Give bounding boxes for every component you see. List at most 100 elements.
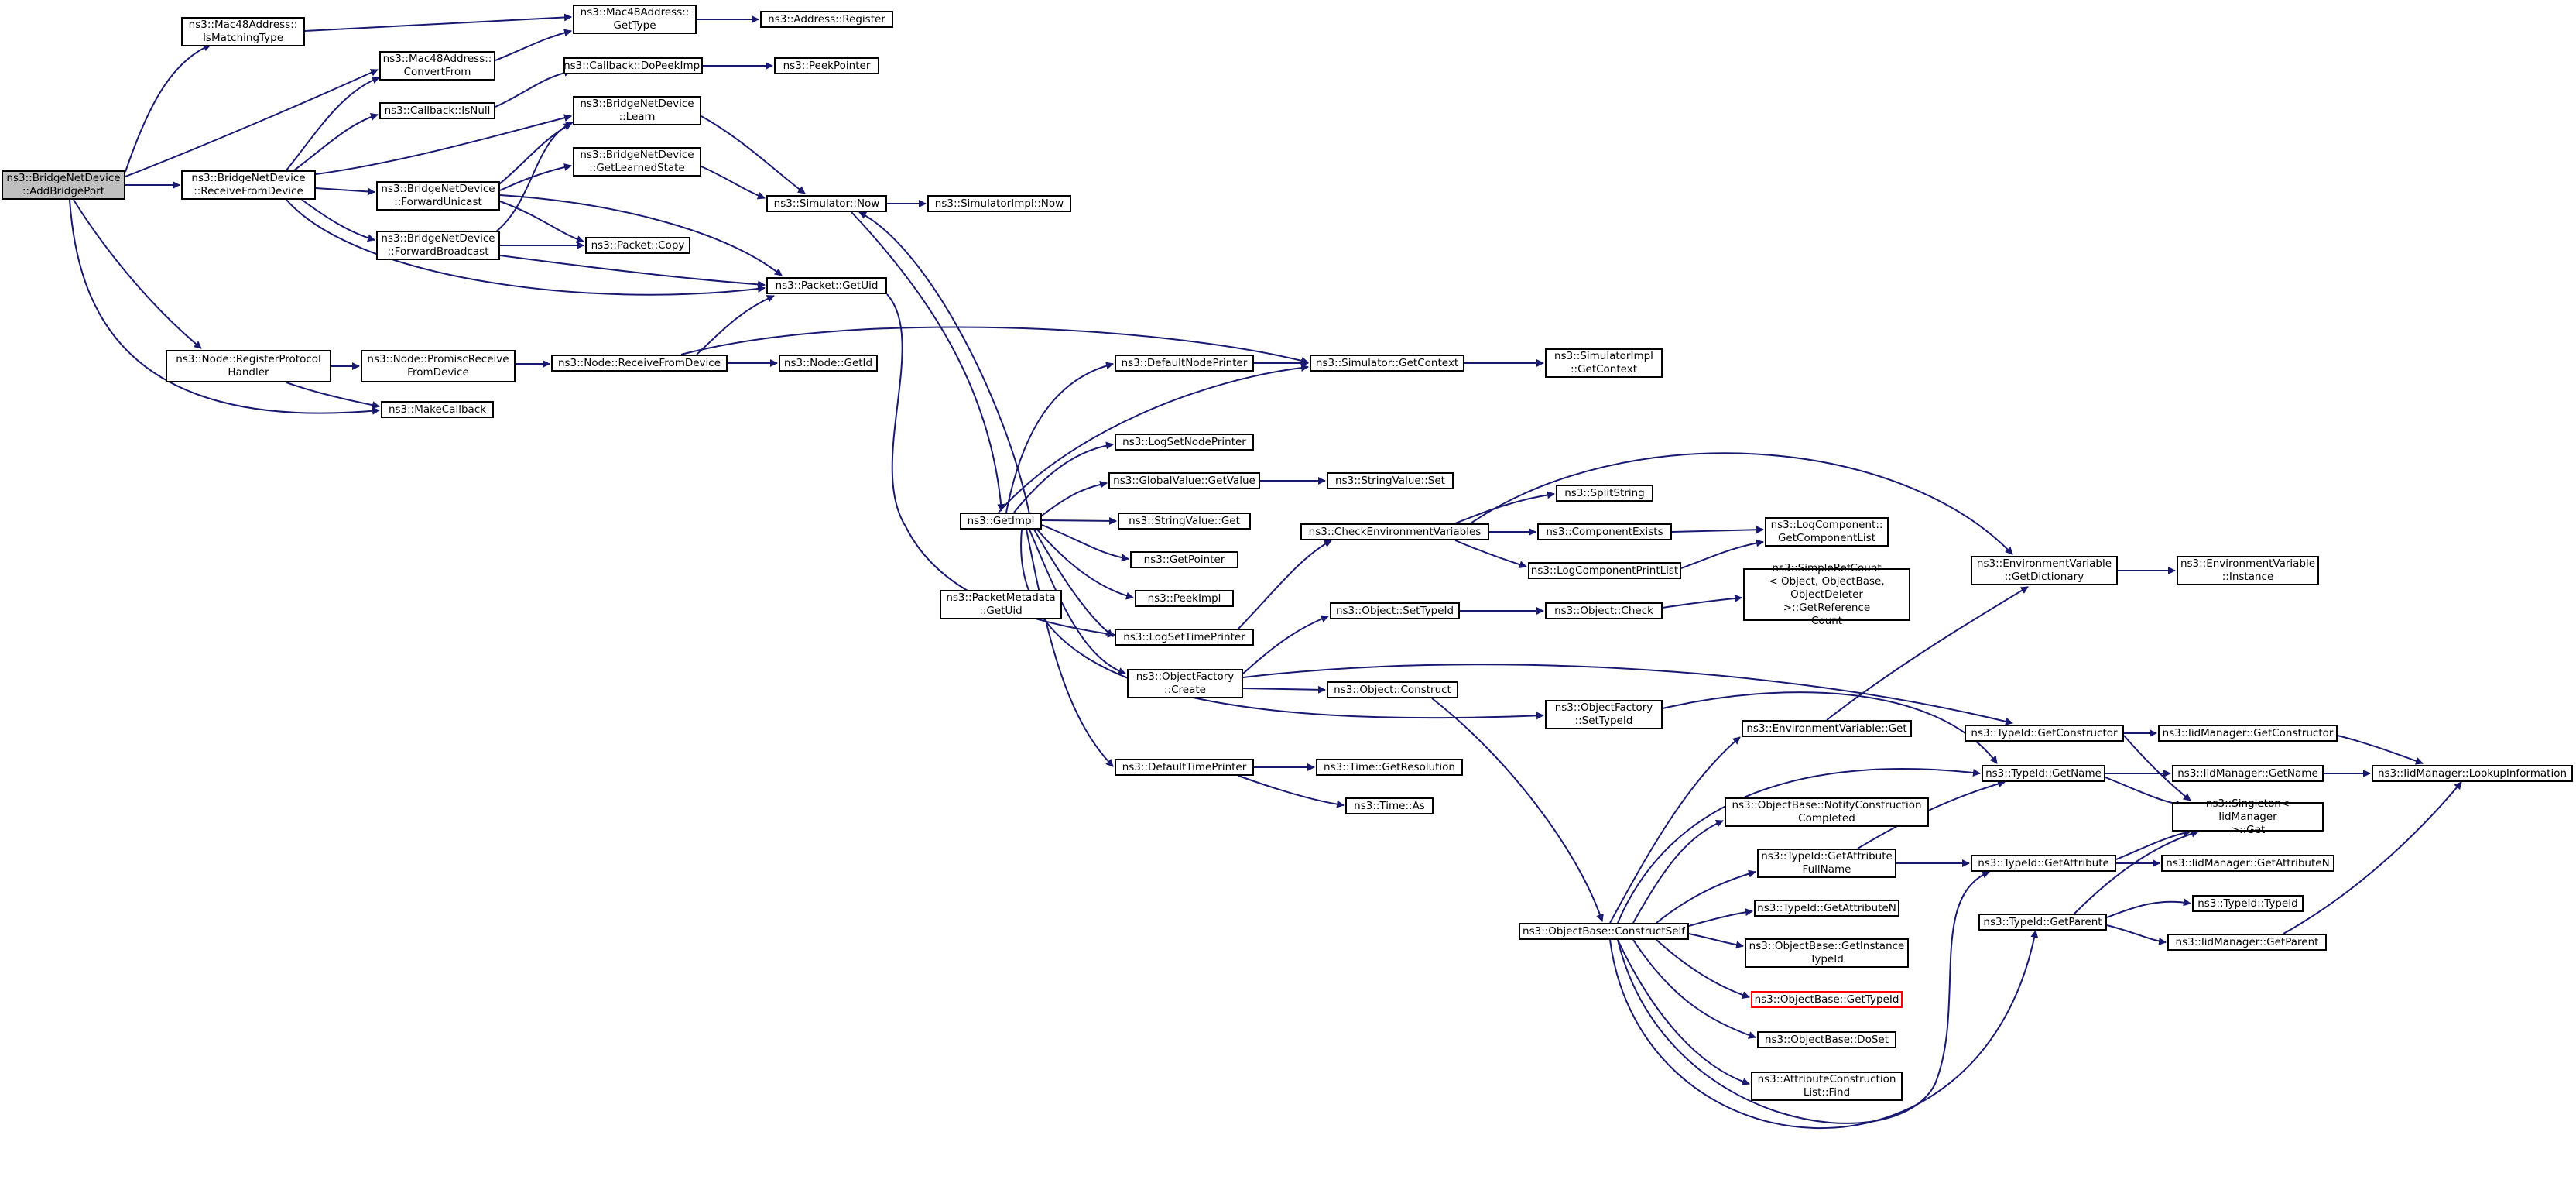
node-simplerefcount[interactable]: ns3::SimpleRefCount < Object, ObjectBase… (1743, 562, 1910, 627)
node-registerprotocolhandler[interactable]: ns3::Node::RegisterProtocol Handler (166, 350, 331, 382)
edge-forwardbroadcast-packet-getuid (499, 255, 766, 289)
node-logcomponentprintlist[interactable]: ns3::LogComponentPrintList (1528, 562, 1681, 579)
edge-getimpl-getpointer (1041, 524, 1129, 562)
edge-typeid-getname-singleton-get (2105, 777, 2184, 808)
node-mac-gettype[interactable]: ns3::Mac48Address:: GetType (573, 5, 697, 34)
edge-typeid-getparent-iidmanager-getparent (2106, 924, 2167, 945)
edge-addbridgeport-ismatchingtype (125, 43, 211, 173)
node-objectbase-doset[interactable]: ns3::ObjectBase::DoSet (1757, 1031, 1896, 1048)
node-defaulttimeprinter[interactable]: ns3::DefaultTimePrinter (1115, 759, 1254, 776)
node-forwardunicast[interactable]: ns3::BridgeNetDevice ::ForwardUnicast (376, 181, 500, 211)
node-ismatchingtype[interactable]: ns3::Mac48Address:: IsMatchingType (181, 17, 305, 46)
node-simimpl-now[interactable]: ns3::SimulatorImpl::Now (927, 195, 1071, 212)
edge-registerprotocolhandler-makecallback (286, 382, 380, 410)
node-logsetnodeprinter[interactable]: ns3::LogSetNodePrinter (1115, 434, 1254, 451)
node-time-as[interactable]: ns3::Time::As (1345, 797, 1434, 814)
edge-learn-simulator-now (701, 115, 806, 194)
edge-isnull-dopeekimpl (495, 68, 572, 108)
edge-logcomponentprintlist-getcomponentlist (1680, 539, 1764, 569)
node-stringvalue-set[interactable]: ns3::StringValue::Set (1327, 472, 1454, 489)
node-simulator-now[interactable]: ns3::Simulator::Now (766, 195, 887, 212)
edge-checkenv-splitstring (1454, 491, 1555, 524)
node-address-register[interactable]: ns3::Address::Register (760, 11, 893, 28)
node-peekpointer[interactable]: ns3::PeekPointer (774, 57, 879, 74)
node-typeid-getattributen[interactable]: ns3::TypeId::GetAttributeN (1754, 900, 1899, 917)
node-globalvalue-getvalue[interactable]: ns3::GlobalValue::GetValue (1108, 472, 1260, 489)
node-objectbase-gettypeid[interactable]: ns3::ObjectBase::GetTypeId (1751, 991, 1903, 1008)
node-getpointer[interactable]: ns3::GetPointer (1130, 551, 1238, 568)
node-dopeekimpl[interactable]: ns3::Callback::DoPeekImpl (564, 57, 703, 74)
node-defaultnodeprinter[interactable]: ns3::DefaultNodePrinter (1115, 355, 1254, 372)
node-packet-getuid[interactable]: ns3::Packet::GetUid (766, 277, 887, 294)
node-checkenv[interactable]: ns3::CheckEnvironmentVariables (1300, 523, 1489, 540)
node-getlearnedstate[interactable]: ns3::BridgeNetDevice ::GetLearnedState (573, 147, 701, 177)
node-typeid-typeid[interactable]: ns3::TypeId::TypeId (2192, 895, 2304, 912)
edge-getimpl-simulator-now (858, 211, 1030, 515)
node-packet-copy[interactable]: ns3::Packet::Copy (585, 237, 690, 254)
edge-simulator-now-getimpl (851, 211, 1005, 512)
node-envvar-instance[interactable]: ns3::EnvironmentVariable ::Instance (2177, 556, 2319, 585)
node-objectfactory-create[interactable]: ns3::ObjectFactory ::Create (1127, 669, 1243, 698)
node-componentexists[interactable]: ns3::ComponentExists (1537, 523, 1672, 540)
edge-forwardunicast-packet-getuid (499, 194, 783, 276)
node-constructself[interactable]: ns3::ObjectBase::ConstructSelf (1519, 923, 1689, 940)
node-node-getid[interactable]: ns3::Node::GetId (779, 355, 878, 372)
edge-getimpl-peekimpl (1036, 529, 1134, 600)
node-object-settypeid[interactable]: ns3::Object::SetTypeId (1330, 602, 1460, 619)
node-learn[interactable]: ns3::BridgeNetDevice ::Learn (573, 96, 701, 125)
node-getcomponentlist[interactable]: ns3::LogComponent:: GetComponentList (1765, 517, 1889, 547)
node-logsettimeprinter[interactable]: ns3::LogSetTimePrinter (1115, 629, 1254, 646)
node-isnull[interactable]: ns3::Callback::IsNull (379, 102, 495, 119)
node-object-construct[interactable]: ns3::Object::Construct (1327, 681, 1458, 698)
node-stringvalue-get[interactable]: ns3::StringValue::Get (1118, 513, 1251, 530)
edge-typeid-getconstructor-singleton-get (2123, 735, 2191, 801)
node-attributeconstructionlist-find[interactable]: ns3::AttributeConstruction List::Find (1751, 1072, 1903, 1101)
node-singleton-get[interactable]: ns3::Singleton< IidManager >::Get (2172, 797, 2324, 836)
node-envvar-getdictionary[interactable]: ns3::EnvironmentVariable ::GetDictionary (1971, 556, 2118, 585)
node-getattributefullname[interactable]: ns3::TypeId::GetAttribute FullName (1757, 849, 1896, 878)
node-iidmanager-getconstructor[interactable]: ns3::IidManager::GetConstructor (2158, 725, 2338, 742)
edge-object-construct-constructself (1431, 698, 1604, 922)
node-iidmanager-getattributen[interactable]: ns3::IidManager::GetAttributeN (2161, 855, 2334, 872)
node-typeid-getparent[interactable]: ns3::TypeId::GetParent (1978, 914, 2107, 931)
edge-receivefromdevice-learn (315, 114, 572, 175)
edge-constructself-typeid-getparent (1609, 930, 2039, 1129)
edge-ismatchingtype-mac-gettype (304, 13, 572, 32)
edge-componentexists-getcomponentlist (1671, 526, 1764, 534)
node-getimpl[interactable]: ns3::GetImpl (960, 513, 1042, 530)
edge-defaulttimeprinter-time-as (1238, 775, 1345, 808)
node-forwardbroadcast[interactable]: ns3::BridgeNetDevice ::ForwardBroadcast (376, 231, 500, 260)
node-receivefromdevice-bridge[interactable]: ns3::BridgeNetDevice ::ReceiveFromDevice (181, 170, 316, 200)
node-typeid-getconstructor[interactable]: ns3::TypeId::GetConstructor (1965, 725, 2124, 742)
node-makecallback[interactable]: ns3::MakeCallback (381, 401, 494, 418)
node-simimpl-getcontext[interactable]: ns3::SimulatorImpl ::GetContext (1545, 348, 1663, 378)
node-convertfrom[interactable]: ns3::Mac48Address:: ConvertFrom (379, 51, 495, 81)
edge-constructself-getattributefullname (1656, 869, 1756, 924)
node-splitstring[interactable]: ns3::SplitString (1556, 485, 1653, 502)
node-promiscreceive[interactable]: ns3::Node::PromiscReceive FromDevice (361, 350, 516, 382)
node-node-receivefromdevice[interactable]: ns3::Node::ReceiveFromDevice (551, 355, 728, 372)
node-notifyconstructioncompleted[interactable]: ns3::ObjectBase::NotifyConstruction Comp… (1725, 797, 1929, 827)
edge-checkenv-envvar-getdictionary (1470, 452, 2013, 555)
node-addbridgeport[interactable]: ns3::BridgeNetDevice ::AddBridgePort (2, 170, 125, 200)
edge-forwardbroadcast-learn (495, 122, 574, 233)
node-iidmanager-lookupinformation[interactable]: ns3::IidManager::LookupInformation (2372, 765, 2573, 782)
node-time-getresolution[interactable]: ns3::Time::GetResolution (1316, 759, 1463, 776)
node-getinstancetypeid[interactable]: ns3::ObjectBase::GetInstance TypeId (1745, 938, 1909, 968)
edge-getimpl-stringvalue-get (1041, 516, 1117, 525)
node-peekimpl[interactable]: ns3::PeekImpl (1135, 590, 1234, 607)
node-typeid-getname[interactable]: ns3::TypeId::GetName (1982, 765, 2105, 782)
node-iidmanager-getparent[interactable]: ns3::IidManager::GetParent (2167, 934, 2327, 951)
node-simulator-getcontext[interactable]: ns3::Simulator::GetContext (1310, 355, 1464, 372)
node-objectfactory-settypeid[interactable]: ns3::ObjectFactory ::SetTypeId (1545, 700, 1663, 729)
edge-getimpl-objectfactory-create (1029, 529, 1126, 675)
node-packetmetadata-getuid[interactable]: ns3::PacketMetadata ::GetUid (940, 590, 1062, 619)
edge-iidmanager-getconstructor-iidmanager-lookupinformation (2337, 735, 2424, 765)
node-typeid-getattribute[interactable]: ns3::TypeId::GetAttribute (1971, 855, 2116, 872)
node-envvar-get[interactable]: ns3::EnvironmentVariable::Get (1742, 720, 1912, 737)
edge-receivefromdevice-forwardunicast (315, 187, 375, 196)
node-object-check[interactable]: ns3::Object::Check (1545, 602, 1663, 619)
edge-getimpl-defaulttimeprinter (1026, 529, 1114, 767)
node-iidmanager-getname[interactable]: ns3::IidManager::GetName (2172, 765, 2324, 782)
